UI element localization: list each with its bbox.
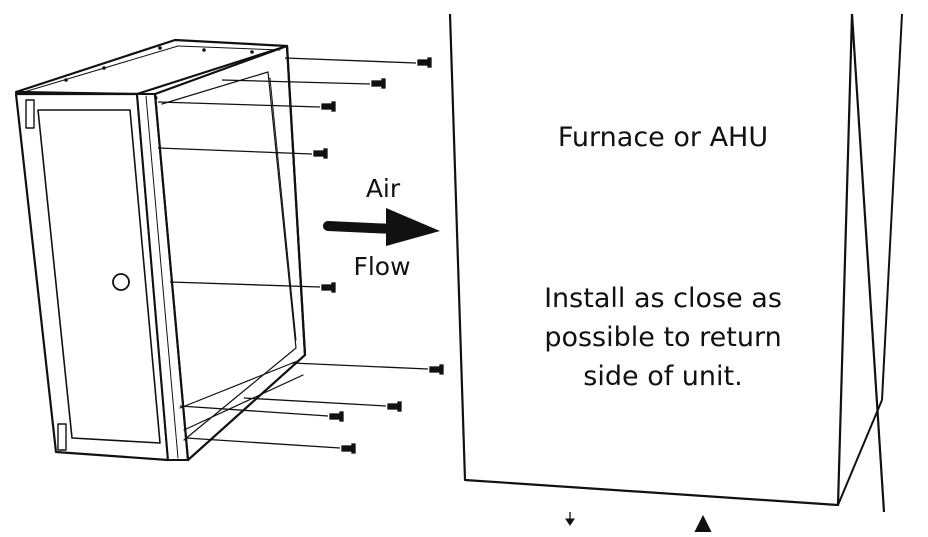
screw-guide [169,281,336,293]
install-note-line-1: Install as close as [544,283,782,314]
screw-guides [157,57,444,454]
screw-guide [157,147,328,159]
filter-cabinet [14,38,307,462]
screw-guide [284,57,432,68]
screw-icon [321,282,336,293]
screw-guide [243,397,402,412]
screw-icon [429,364,444,375]
airflow-label-flow: Flow [353,252,410,281]
screw-guide [221,78,386,89]
screw-icon [417,57,432,68]
screw-icon [321,101,336,112]
screw-icon [313,148,328,159]
screw-guide [185,437,356,454]
furnace-title: Furnace or AHU [558,122,768,153]
airflow-label-air: Air [366,174,401,203]
screw-guide [157,101,336,112]
cabinet-hinge-bottom [57,423,67,451]
furnace-side-face [850,13,886,513]
furnace-unit [448,13,903,513]
cabinet-handle-icon [112,273,130,291]
cabinet-hinge-top [25,99,35,129]
screw-icon [341,443,356,454]
screw-icon [371,78,386,89]
screw-icon [329,411,344,422]
install-note-line-3: side of unit. [583,361,742,392]
install-note-line-2: possible to return [544,322,781,353]
furnace-front-face [448,13,854,507]
furnace-base-markers [565,512,712,533]
screw-guide [291,362,444,375]
cabinet-top-face [14,38,289,96]
cabinet-door [37,109,161,444]
airflow-arrow-icon [323,208,440,246]
screw-icon [387,401,402,412]
screw-guide [179,405,344,422]
